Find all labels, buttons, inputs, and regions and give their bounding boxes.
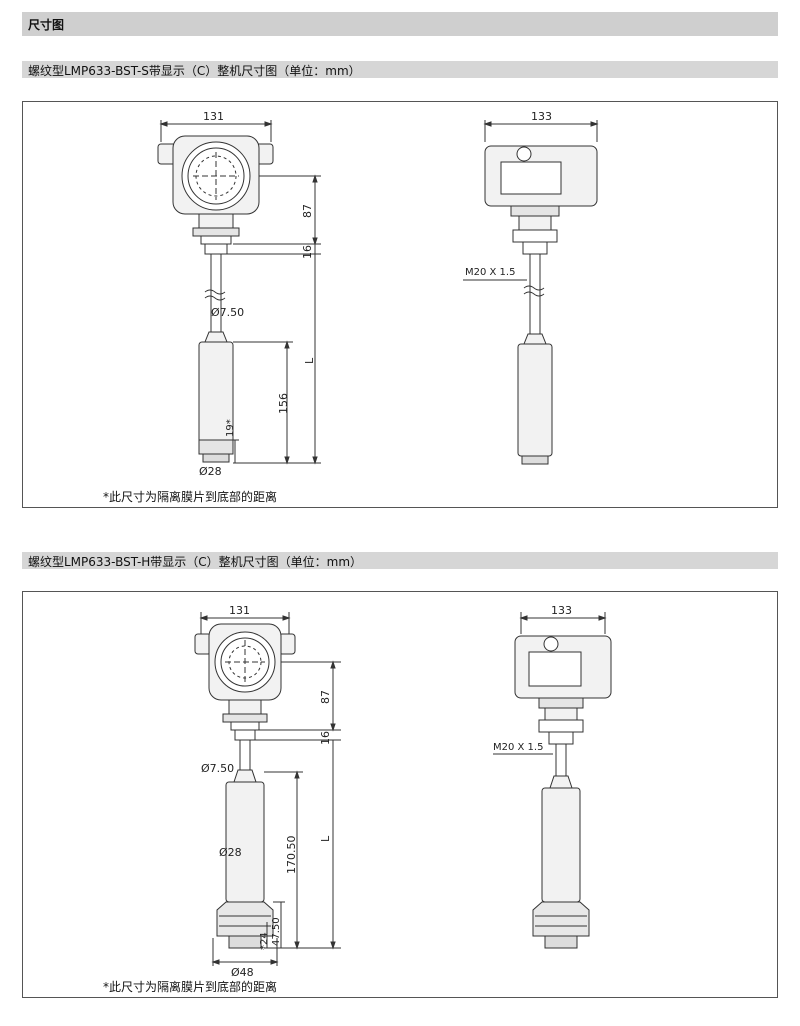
dim-width-side: 133 — [531, 110, 552, 123]
dim-thread-height-h: 16 — [319, 731, 332, 745]
side-view-s: 133 M20 X 1.5 — [463, 110, 599, 465]
dim-probe-dia-h: Ø28 — [219, 846, 242, 859]
page-title-bar: 尺寸图 — [22, 12, 778, 36]
dim-cable-dia: Ø7.50 — [211, 306, 244, 319]
front-view-h: 131 Ø7.50 Ø28 Ø48 — [194, 604, 341, 979]
section-1-drawing: 131 Ø7.50 Ø28 — [157, 110, 599, 478]
front-view-s: 131 Ø7.50 Ø28 — [157, 110, 321, 478]
section-2-panel: 131 Ø7.50 Ø28 Ø48 — [22, 591, 778, 998]
dim-length-h: L — [319, 835, 332, 842]
section-1-panel: 131 Ø7.50 Ø28 — [22, 101, 778, 508]
dim-width-side-h: 133 — [551, 604, 572, 617]
dim-membrane-offset: 19* — [225, 419, 236, 437]
section-2-heading: 螺纹型LMP633-BST-H带显示（C）整机尺寸图（单位：mm） — [28, 555, 363, 569]
dim-probe-length-h: 170.50 — [285, 836, 298, 875]
dim-length: L — [303, 357, 316, 364]
section-1-heading-bar: 螺纹型LMP633-BST-S带显示（C）整机尺寸图（单位：mm） — [22, 61, 778, 78]
dim-width-front-h: 131 — [229, 604, 250, 617]
dim-thread-spec: M20 X 1.5 — [465, 267, 515, 278]
dim-head-height-h: 87 — [319, 690, 332, 704]
dim-probe-length: 156 — [277, 393, 290, 414]
side-view-h: 133 M20 X 1.5 — [493, 604, 612, 949]
section-1-heading: 螺纹型LMP633-BST-S带显示（C）整机尺寸图（单位：mm） — [28, 64, 361, 78]
section-2-drawing: 131 Ø7.50 Ø28 Ø48 — [194, 604, 612, 979]
section-2-heading-bar: 螺纹型LMP633-BST-H带显示（C）整机尺寸图（单位：mm） — [22, 552, 778, 569]
dim-cable-dia-h: Ø7.50 — [201, 762, 234, 775]
dim-membrane-offset-h: *24 — [259, 932, 270, 950]
dim-head-height: 87 — [301, 204, 314, 218]
dim-width-front: 131 — [203, 110, 224, 123]
section-2-note: *此尺寸为隔离膜片到底部的距离 — [103, 980, 278, 994]
page-title: 尺寸图 — [28, 18, 65, 32]
dim-thread-spec-h: M20 X 1.5 — [493, 742, 543, 753]
dim-bottom-height-h: 47.50 — [271, 917, 282, 946]
dim-base-dia-h: Ø48 — [231, 966, 254, 979]
dim-thread-height: 16 — [301, 245, 314, 259]
section-1-note: *此尺寸为隔离膜片到底部的距离 — [103, 490, 278, 504]
dim-probe-dia: Ø28 — [199, 465, 222, 478]
